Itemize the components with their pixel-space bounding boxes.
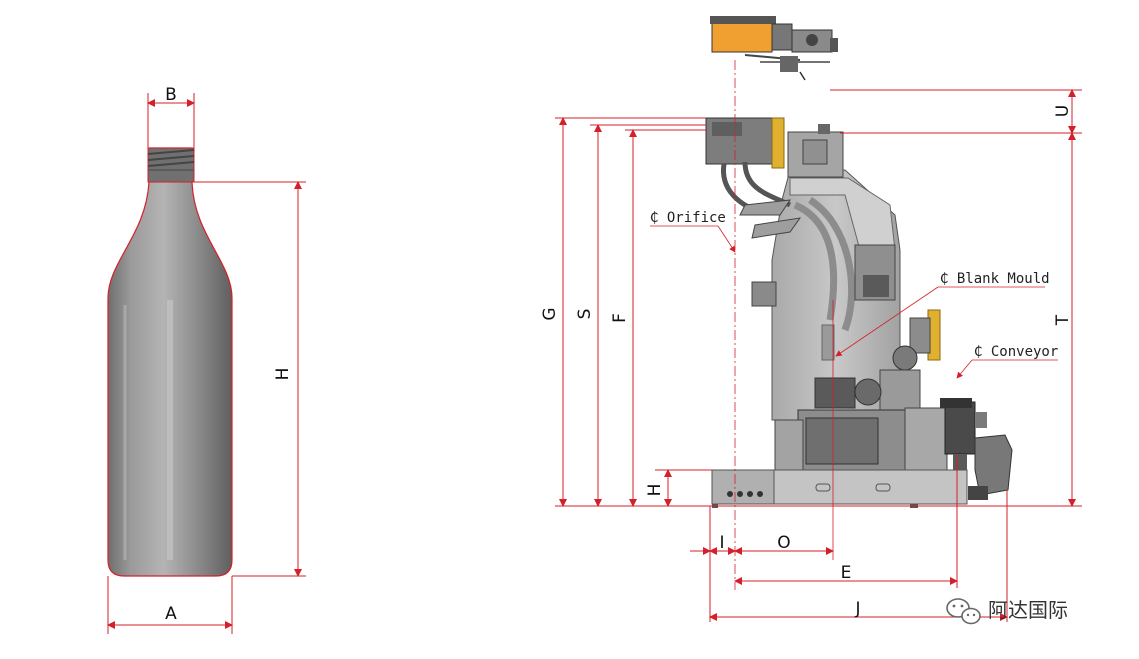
wechat-icon <box>946 598 981 625</box>
bottle-drawing <box>107 147 233 577</box>
dim-label-u: U <box>1053 105 1073 117</box>
dim-label-g: G <box>540 307 560 320</box>
dim-label-s: S <box>575 309 595 320</box>
dim-label-t: T <box>1053 314 1073 326</box>
dim-label-o: O <box>777 533 790 553</box>
dim-label-b: B <box>165 85 177 105</box>
dim-label-h-bottle: H <box>273 368 293 381</box>
dim-label-j: J <box>854 599 860 619</box>
bottle-dimensions <box>107 93 306 634</box>
dim-label-f: F <box>610 313 630 323</box>
dim-label-h-machine: H <box>645 484 665 497</box>
watermark-text: 阿达国际 <box>988 598 1068 622</box>
machine-drawing <box>705 16 1013 508</box>
dim-label-a: A <box>165 604 177 624</box>
dim-label-i: I <box>719 533 724 553</box>
callout-orifice: ₵ Orifice <box>650 210 726 226</box>
watermark: 阿达国际 <box>946 598 1068 625</box>
conveyor-motor <box>944 401 976 455</box>
callouts <box>650 225 1058 379</box>
feeder-unit <box>710 16 838 81</box>
centerlines <box>734 60 834 590</box>
dim-label-e: E <box>841 563 852 583</box>
callout-blank-mould: ₵ Blank Mould <box>940 271 1050 287</box>
callout-conveyor: ₵ Conveyor <box>974 344 1058 360</box>
